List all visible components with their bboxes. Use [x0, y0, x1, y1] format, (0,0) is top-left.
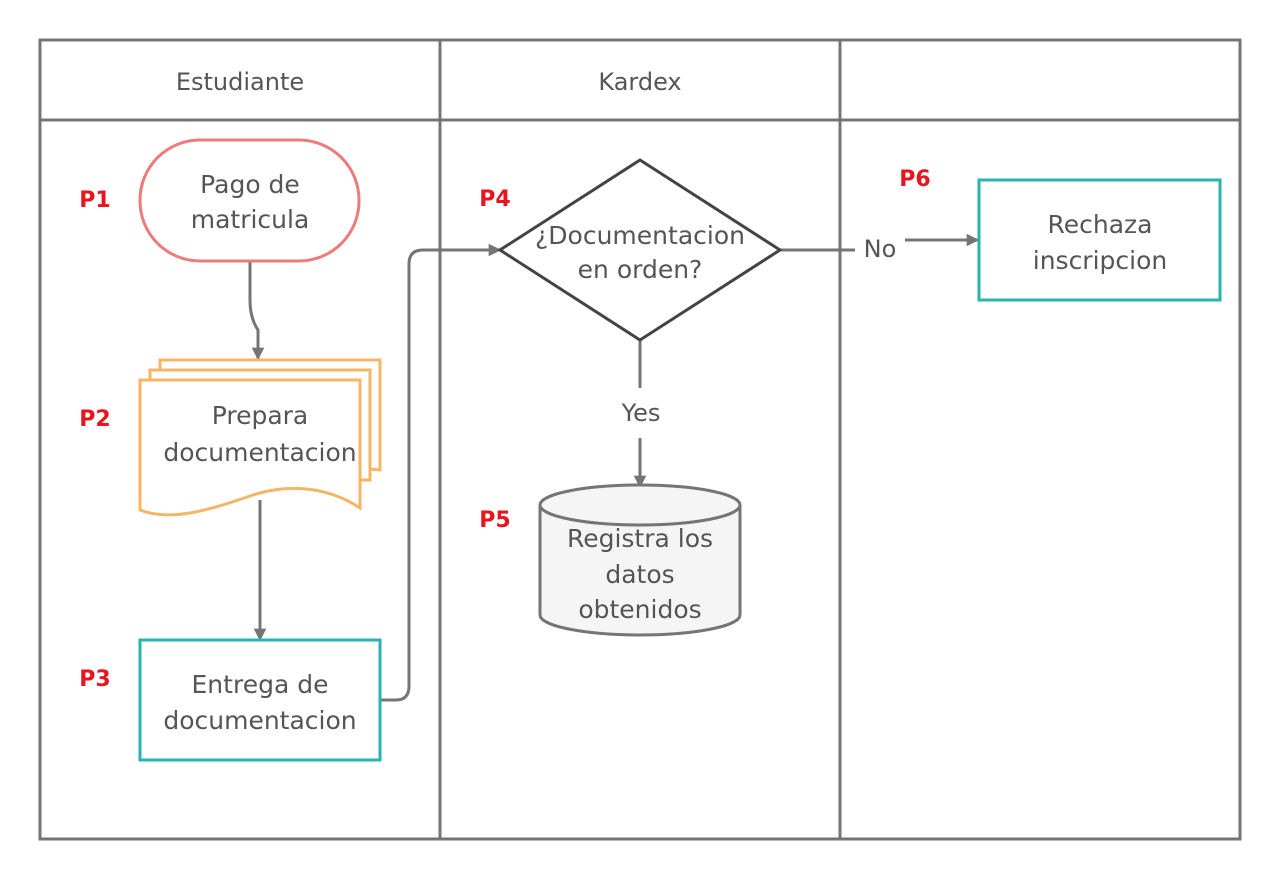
terminal-shape — [138, 138, 361, 263]
edge-label-yes: Yes — [621, 399, 661, 427]
database-top — [538, 483, 742, 527]
node-prepara-documentacion: Prepara documentacion — [138, 358, 382, 517]
arrow-p1-to-p2 — [248, 262, 265, 361]
process-shape — [138, 638, 382, 762]
step-label-p5: P5 — [479, 508, 510, 533]
node-entrega-line1: Entrega de — [192, 670, 329, 699]
node-prepara-line2: documentacion — [163, 438, 356, 467]
step-label-p6: P6 — [899, 167, 930, 192]
step-label-p1: P1 — [79, 188, 110, 213]
node-decision-line2: en orden? — [578, 255, 703, 284]
process-shape — [977, 178, 1222, 302]
step-label-p4: P4 — [479, 187, 510, 212]
node-entrega-de-documentacion: Entrega de documentacion — [138, 638, 382, 762]
node-pago-de-matricula: Pago de matricula — [138, 138, 361, 263]
pool-frame — [38, 38, 1242, 841]
document-front-sheet — [138, 378, 362, 517]
database-body — [538, 505, 742, 637]
node-decision-line1: ¿Documentacion — [535, 221, 745, 250]
node-entrega-line2: documentacion — [163, 706, 356, 735]
node-registra-line3: obtenidos — [578, 595, 701, 624]
arrow-p3-to-p4 — [381, 243, 502, 702]
lane-title-kardex: Kardex — [598, 68, 681, 96]
node-rechaza-line2: inscripcion — [1033, 246, 1168, 275]
node-pago-line2: matricula — [191, 205, 310, 234]
lane-title-estudiante: Estudiante — [176, 68, 304, 96]
lane-header-estudiante: Estudiante — [176, 68, 304, 96]
connectors — [248, 233, 980, 702]
decision-shape — [497, 158, 783, 342]
edge-label-no: No — [864, 235, 897, 263]
lane-header-kardex: Kardex — [598, 68, 681, 96]
node-decision-documentacion: ¿Documentacion en orden? — [497, 158, 783, 342]
node-rechaza-inscripcion: Rechaza inscripcion — [977, 178, 1222, 302]
node-registra-line1: Registra los — [567, 524, 713, 553]
node-pago-line1: Pago de — [200, 170, 300, 199]
node-rechaza-line1: Rechaza — [1048, 210, 1153, 239]
step-label-p2: P2 — [79, 407, 110, 432]
node-registra-line2: datos — [605, 560, 674, 589]
node-prepara-line1: Prepara — [212, 401, 309, 430]
step-label-p3: P3 — [79, 667, 110, 692]
node-registra-datos: Registra los datos obtenidos — [538, 483, 742, 637]
